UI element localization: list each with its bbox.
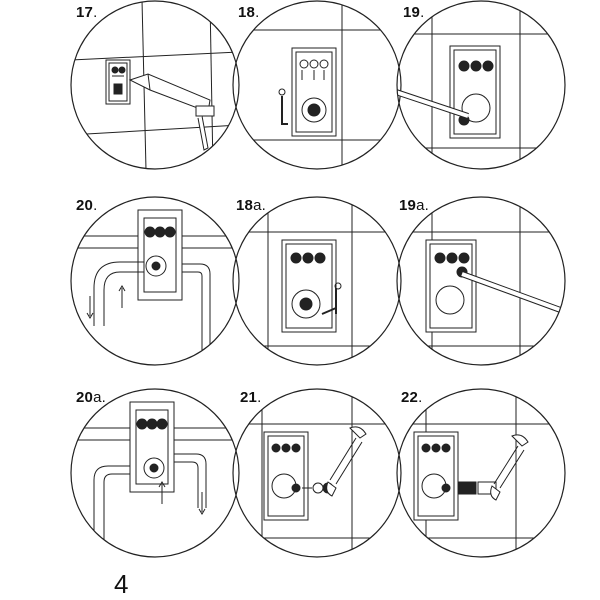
install-diagram-19a [396, 196, 566, 366]
step-label-18a: 18a. [236, 197, 267, 214]
illustration-step-20 [70, 196, 240, 366]
step-label-18: 18. [238, 4, 260, 21]
illustration-step-19 [396, 0, 566, 170]
illustration-step-20a [70, 388, 240, 558]
install-diagram-17 [70, 0, 240, 170]
illustration-step-22 [396, 388, 566, 558]
step-label-21: 21. [240, 389, 262, 406]
step-label-20a: 20a. [76, 389, 107, 406]
illustration-step-19a [396, 196, 566, 366]
install-diagram-18a [232, 196, 402, 366]
illustration-step-21 [232, 388, 402, 558]
step-label-20: 20. [76, 197, 98, 214]
illustration-step-18 [232, 0, 402, 170]
illustration-step-18a [232, 196, 402, 366]
install-diagram-22 [396, 388, 566, 558]
illustration-step-17 [70, 0, 240, 170]
step-label-19a: 19a. [399, 197, 430, 214]
page-number: 4 [114, 569, 129, 599]
step-label-19: 19. [403, 4, 425, 21]
step-label-22: 22. [401, 389, 423, 406]
install-diagram-20 [70, 196, 240, 366]
install-diagram-20a [70, 388, 240, 558]
install-diagram-19 [396, 0, 566, 170]
step-label-17: 17. [76, 4, 98, 21]
install-diagram-21 [232, 388, 402, 558]
install-diagram-18 [232, 0, 402, 170]
